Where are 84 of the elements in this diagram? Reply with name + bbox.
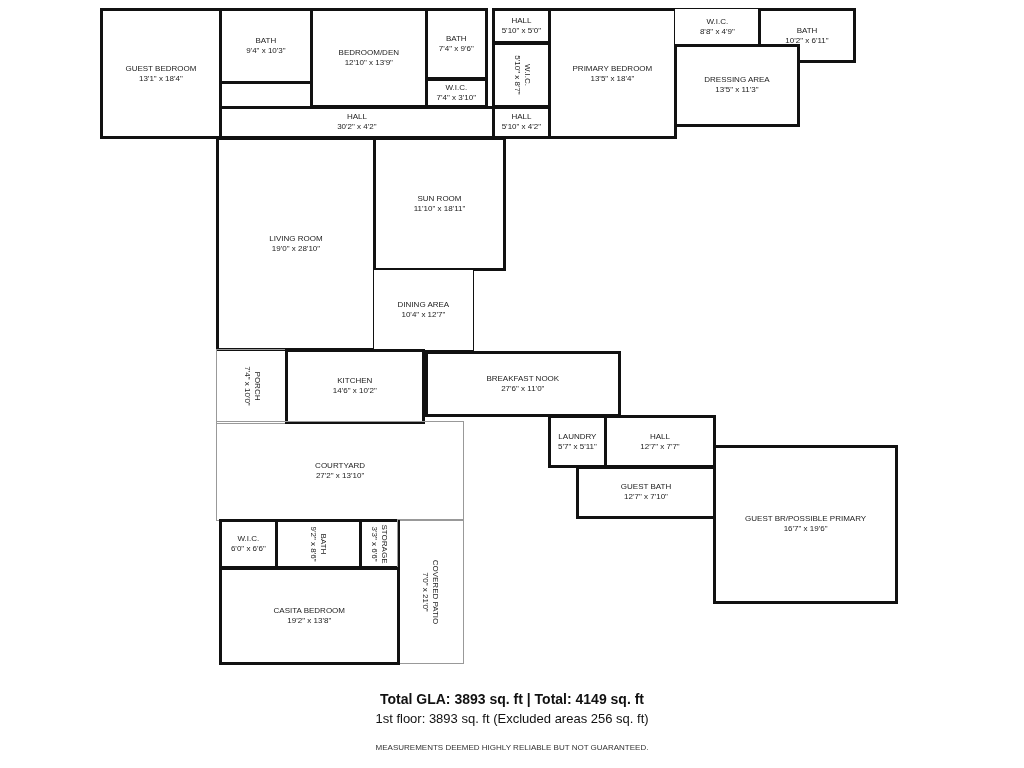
room-dimensions: 10'4" x 12'7" (401, 310, 446, 321)
room (359, 518, 400, 569)
room-name: DRESSING AREA (704, 75, 770, 86)
room-name: HALL (511, 16, 532, 26)
room-dimensions: 30'2" x 4'2" (337, 122, 377, 133)
room (492, 8, 551, 45)
room-name: COVERED PATIO (430, 559, 441, 624)
room-name: GUEST BEDROOM (125, 63, 197, 74)
room-dimensions: 13'5" x 11'3" (715, 85, 759, 96)
room-name: BATH (445, 34, 467, 45)
room-dimensions: 9'4" x 10'3" (246, 46, 286, 57)
room (373, 268, 474, 352)
room-name: LIVING ROOM (269, 234, 323, 245)
room (492, 41, 551, 108)
room-name: DINING AREA (397, 300, 450, 311)
room-name: PRIMARY BEDROOM (572, 63, 653, 74)
room-dimensions: 19'2" x 13'8" (287, 615, 332, 626)
room-name: BREAKFAST NOOK (486, 374, 560, 385)
room-dimensions: 8'8" x 4'9" (699, 27, 735, 38)
room-name: LAUNDRY (558, 431, 597, 442)
room-name: CASITA BEDROOM (273, 605, 345, 616)
room-dimensions: 13'1" x 18'4" (138, 73, 183, 84)
room-dimensions: 12'10" x 13'9" (344, 57, 393, 68)
room-name: GUEST BR/POSSIBLE PRIMARY (745, 514, 867, 525)
room (284, 349, 425, 424)
room-name: W.I.C. (706, 17, 729, 28)
room-name: HALL (346, 112, 367, 123)
room-dimensions: 19'0" x 28'10" (271, 244, 321, 255)
room-name: COURTYARD (315, 461, 366, 472)
room-dimensions: 16'7" x 19'6" (783, 524, 828, 535)
room (674, 44, 800, 127)
room-dimensions: 12'7" x 7'10" (624, 492, 668, 503)
room-name: W.I.C. (445, 82, 468, 93)
room-dimensions: 3'3" x 6'6" (369, 526, 380, 562)
room-name: W.I.C. (521, 63, 532, 86)
room-name: SUN ROOM (417, 194, 462, 205)
room-dimensions: 11'10" x 18'11" (413, 204, 466, 215)
room-dimensions: 5'10" x 4'2" (501, 122, 542, 133)
total-area-heading: Total GLA: 3893 sq. ft | Total: 4149 sq. ft (380, 691, 644, 707)
room (219, 105, 495, 140)
disclaimer-note: MEASUREMENTS DEEMED HIGHLY RELIABLE BUT NOT GUARANTEED. (375, 743, 649, 752)
room (492, 105, 551, 140)
room (373, 137, 506, 271)
room-dimensions: 7'4" x 9'6" (438, 44, 474, 55)
room (275, 518, 362, 569)
room-dimensions: 5'10" x 5'0" (501, 26, 542, 36)
room-dimensions: 10'2" x 6'11" (785, 35, 829, 46)
room-name: GUEST BATH (620, 482, 672, 493)
room-name: BEDROOM/DEN (338, 47, 399, 58)
room (548, 8, 677, 140)
room (219, 8, 313, 85)
room (548, 415, 607, 469)
room (576, 465, 716, 519)
room (310, 8, 428, 108)
room-dimensions: 13'5" x 18'4" (590, 73, 635, 84)
room-name: BATH (796, 25, 818, 36)
room (216, 137, 376, 352)
room-name: PORCH (251, 371, 262, 401)
room-dimensions: 7'4" x 10'0" (241, 366, 252, 407)
room (219, 518, 278, 569)
room-name: HALL (650, 431, 670, 442)
room-name: BATH (255, 36, 277, 47)
room-dimensions: 14'6" x 10'2" (332, 386, 377, 397)
room-dimensions: 9'2" x 8'6" (308, 526, 319, 562)
room (713, 444, 898, 604)
room-name: KITCHEN (337, 376, 373, 387)
room-name: W.I.C. (237, 533, 260, 544)
room (674, 8, 761, 47)
room (424, 351, 621, 418)
room-dimensions: 27'6" x 11'0" (501, 384, 545, 395)
floor-area-note: 1st floor: 3893 sq. ft (Excluded areas 256 sq. ft) (375, 711, 649, 726)
room-name: HALL (511, 112, 532, 123)
room-dimensions: 7'4" x 3'10" (436, 92, 476, 103)
room-dimensions: 27'2" x 13'10" (315, 471, 365, 482)
room-dimensions: 5'7" x 5'11" (557, 441, 597, 452)
room-dimensions: 12'7" x 7'7" (640, 441, 680, 452)
room-dimensions: 7'0" x 21'0" (420, 571, 431, 612)
room-dimensions: 6'0" x 6'6" (230, 543, 266, 554)
room (100, 8, 222, 140)
room (604, 415, 716, 469)
room-name: BATH (318, 533, 329, 555)
room-name: STORAGE (379, 524, 390, 564)
room-dimensions: 5'10" x 8'7" (511, 55, 522, 95)
room (219, 566, 400, 666)
